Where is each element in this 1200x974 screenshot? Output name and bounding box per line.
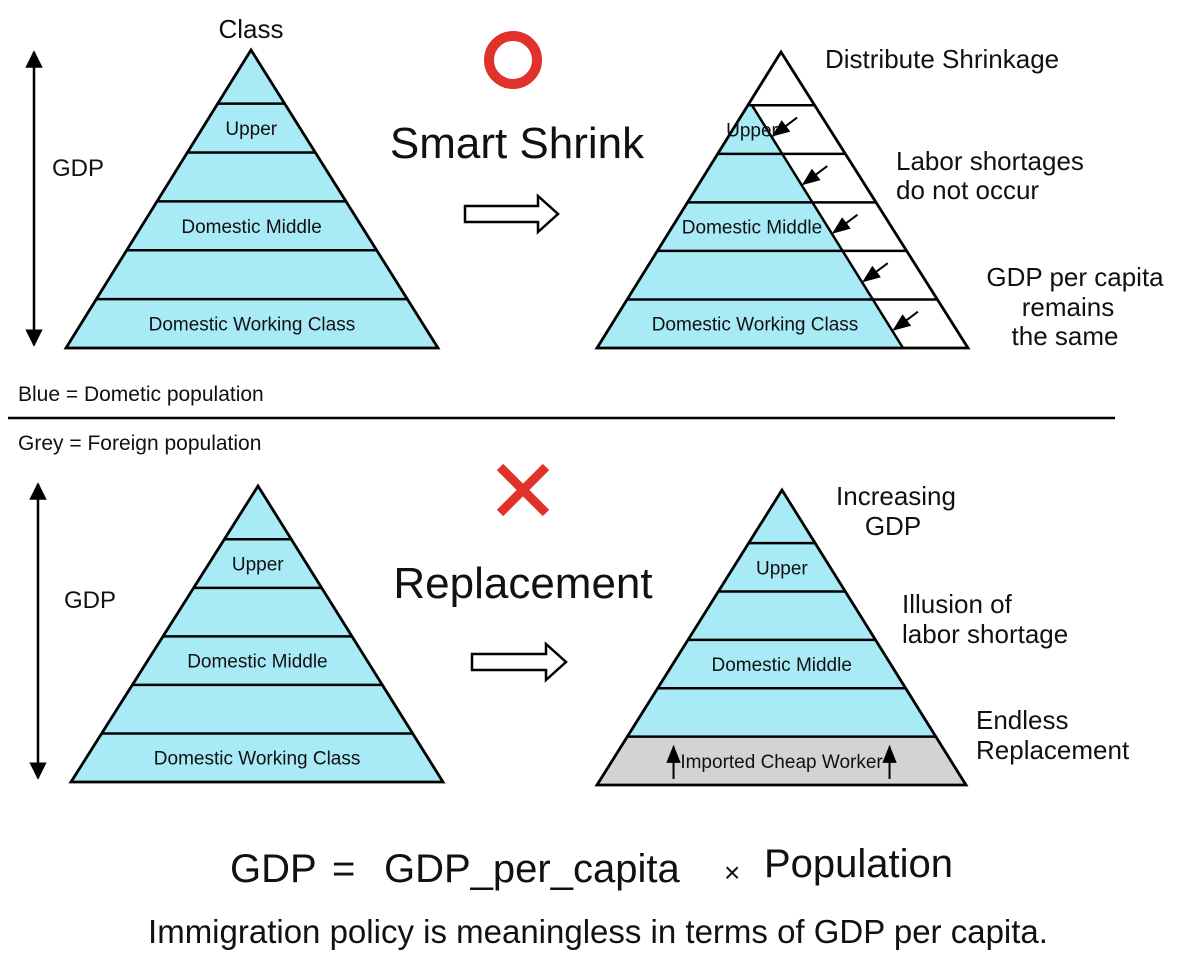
note-endless-line1: Endless [976, 705, 1069, 735]
pyramid-outline [63, 47, 441, 350]
note-gdp-per-capita-line3: the same [1012, 321, 1119, 351]
layer-label-3: Domestic Middle [711, 655, 851, 676]
shrink-arrow-3 [832, 213, 859, 234]
legend-grey: Grey = Foreign population [18, 432, 261, 455]
layer-label-1: Upper [225, 119, 277, 140]
layer-label-3: Domestic Middle [181, 217, 321, 238]
pyramid-layer-3 [126, 201, 377, 251]
gdp-axis-label-bottom: GDP [64, 587, 116, 614]
pyramid-layer-1 [193, 539, 322, 588]
pyramid-layer-0 [747, 52, 815, 106]
layer-label-5: Domestic Working Class [149, 315, 356, 336]
note-increasing-line1: Increasing [836, 481, 956, 511]
pyramid-layer-3 [132, 636, 383, 685]
pyramid-layer-2 [157, 152, 346, 202]
shrink-arrow-1 [771, 116, 798, 137]
note-illusion-line1: Illusion of [902, 589, 1013, 619]
note-labor-shortages-line1: Labor shortages [896, 146, 1084, 176]
formula-lhs: GDP [230, 847, 317, 891]
pyramid-layer-5 [597, 736, 966, 785]
formula-times: × [724, 857, 740, 888]
transition-arrow-top [463, 193, 560, 235]
shrink-arrow-2 [801, 165, 828, 186]
pyramid-layer-5 [71, 733, 443, 782]
pyramid-layer-2 [688, 591, 876, 640]
shrink-arrow-5 [892, 310, 919, 331]
formula-term2: Population [764, 842, 953, 886]
pyramid-layer-5 [597, 299, 968, 348]
pyramid-layer-0 [217, 50, 285, 104]
note-gdp-per-capita-line1: GDP per capita [986, 262, 1164, 292]
note-endless-line2: Replacement [976, 735, 1130, 765]
pyramid-layer-0 [748, 490, 816, 544]
note-gdp-per-capita-line2: remains [1022, 292, 1114, 322]
pyramid-layer-0 [224, 486, 292, 540]
note-distribute-shrinkage: Distribute Shrinkage [825, 44, 1059, 74]
pyramid-layer-4 [96, 250, 408, 300]
shrink-arrow-4 [862, 262, 889, 283]
layer-label-3: Domestic Middle [682, 218, 822, 239]
pyramid-layer-5 [66, 299, 438, 348]
conclusion-text: Immigration policy is meaningless in ter… [148, 913, 1048, 950]
pyramid-outline [594, 487, 969, 787]
layer-label-5: Domestic Working Class [652, 315, 859, 336]
formula-equals: = [332, 847, 355, 891]
layer-label-3: Domestic Middle [187, 652, 327, 673]
layer-label-5: Domestic Working Class [154, 749, 361, 770]
pyramid-outline [594, 49, 971, 350]
pyramid-layer-1 [718, 543, 846, 592]
formula-term1: GDP_per_capita [384, 847, 680, 891]
note-labor-shortages-line2: do not occur [896, 175, 1039, 205]
shrink-region [752, 105, 968, 348]
layer-label-1: Upper [726, 121, 778, 142]
smart-shrink-title: Smart Shrink [390, 119, 645, 168]
layer-label-1: Upper [232, 555, 284, 576]
red-circle-icon [484, 31, 542, 89]
layer-label-5: Imported Cheap Worker [680, 752, 883, 773]
red-cross-icon [496, 463, 550, 517]
formula: GDP = GDP_per_capita × Population [230, 842, 953, 891]
gdp-axis-label: GDP [52, 155, 104, 182]
layer-label-1: Upper [756, 558, 808, 579]
class-label: Class [218, 14, 283, 44]
pyramid-layer-4 [101, 684, 413, 734]
note-increasing-line2: GDP [865, 511, 921, 541]
pyramid-layer-3 [657, 639, 906, 689]
replacement-title: Replacement [393, 559, 652, 608]
pyramid-outline [68, 483, 446, 784]
pyramid-layer-2 [163, 587, 352, 637]
transition-arrow-bottom [470, 641, 568, 683]
pyramid-layer-4 [627, 688, 936, 737]
shrink-boundary [750, 104, 905, 349]
note-illusion-line2: labor shortage [902, 619, 1068, 649]
legend-blue: Blue = Dometic population [18, 383, 264, 406]
pyramid-layer-1 [187, 103, 316, 153]
